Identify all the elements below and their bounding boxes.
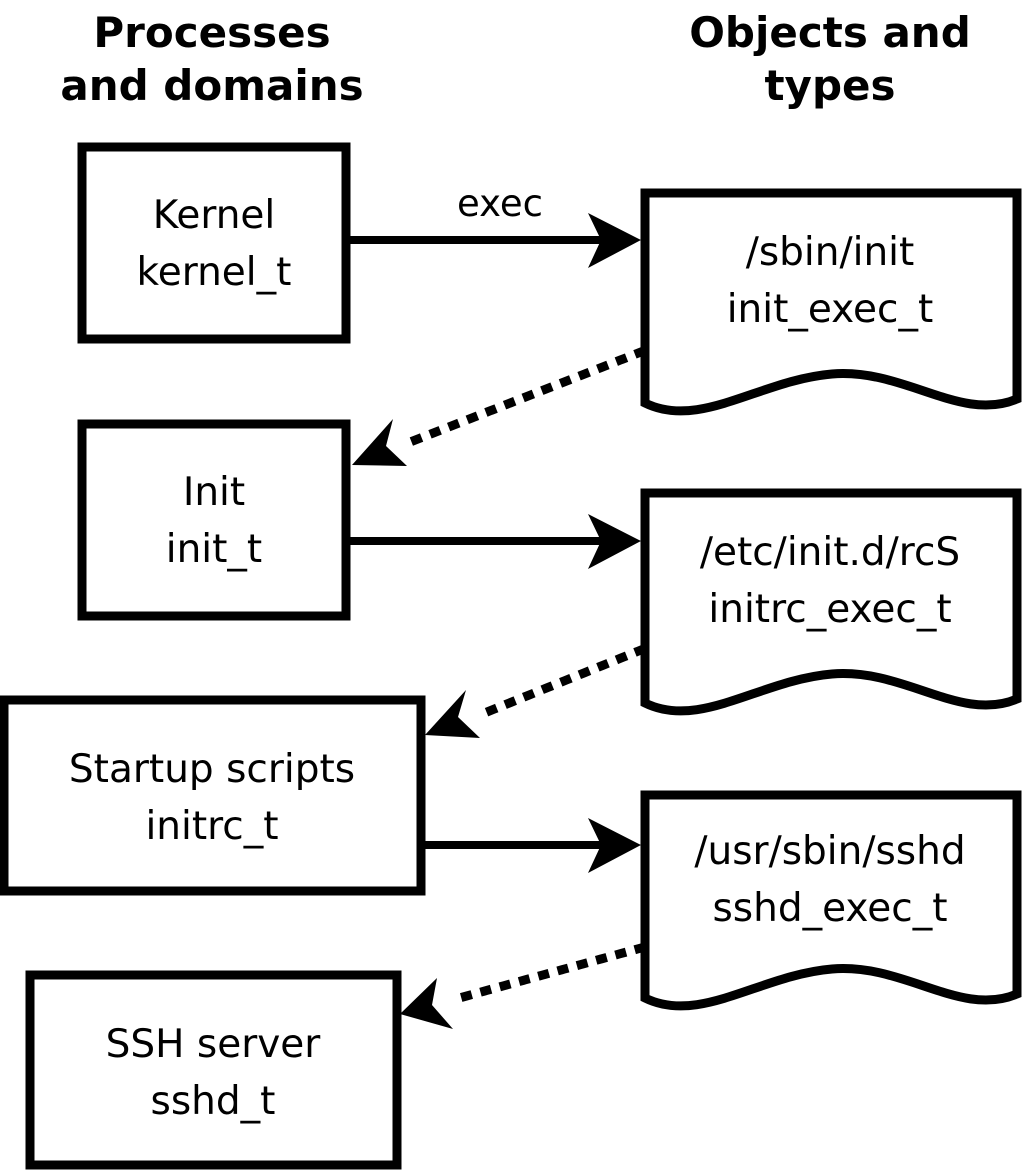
edge-initrc-exec-sshd-exec [421, 818, 641, 873]
heading-right-line2: types [764, 61, 895, 110]
edge-sshd-exec-dotted-line [446, 942, 647, 1006]
heading-left-line1: Processes [93, 8, 330, 57]
init-exec-path-label: /sbin/init [746, 230, 915, 275]
object-node-sshd-exec[interactable]: /usr/sbin/sshd sshd_exec_t [640, 790, 1022, 1011]
init-exec-doc-outline [640, 188, 1022, 416]
init-type-label: init_t [166, 527, 262, 572]
ssh-server-name-label: SSH server [106, 1022, 322, 1067]
edge-sshd-exec-to-sshd [400, 942, 647, 1029]
initrc-exec-doc-outline [640, 488, 1022, 716]
edge-init-arrowhead [588, 514, 641, 569]
sshd-exec-path-label: /usr/sbin/sshd [694, 829, 965, 874]
ssh-server-box-outline [25, 970, 402, 1170]
edge-init-exec-initrc-exec [346, 514, 641, 569]
kernel-type-label: kernel_t [137, 250, 292, 295]
edge-initrc-exec-to-initrc [425, 644, 647, 738]
edge-label-exec: exec [457, 182, 543, 225]
startup-scripts-type-label: initrc_t [145, 804, 278, 849]
process-node-init[interactable]: Init init_t [77, 419, 351, 621]
heading-left-line2: and domains [60, 61, 363, 110]
object-node-initrc-exec[interactable]: /etc/init.d/rcS initrc_exec_t [640, 488, 1022, 716]
kernel-name-label: Kernel [153, 193, 276, 238]
column-heading-right: Objects and types [689, 8, 971, 110]
edge-init-exec-arrowhead [352, 419, 407, 466]
edge-initrc-exec-dotted-line [471, 644, 647, 722]
sshd-exec-type-label: sshd_exec_t [712, 886, 947, 931]
process-node-startup-scripts[interactable]: Startup scripts initrc_t [0, 695, 426, 896]
column-heading-left: Processes and domains [60, 8, 363, 110]
initrc-exec-type-label: initrc_exec_t [708, 587, 951, 632]
process-node-kernel[interactable]: Kernel kernel_t [77, 142, 351, 344]
kernel-box-outline [77, 142, 351, 344]
process-node-ssh-server[interactable]: SSH server sshd_t [25, 970, 402, 1170]
init-name-label: Init [183, 470, 245, 515]
edge-kernel-arrowhead [588, 213, 641, 268]
sshd-exec-doc-outline [640, 790, 1022, 1011]
edge-sshd-exec-arrowhead [400, 978, 453, 1029]
edge-initrc-arrowhead [588, 818, 641, 873]
ssh-server-type-label: sshd_t [151, 1079, 276, 1124]
init-exec-type-label: init_exec_t [727, 287, 934, 332]
edge-init-exec-to-init [352, 346, 647, 466]
object-node-init-exec[interactable]: /sbin/init init_exec_t [640, 188, 1022, 416]
initrc-exec-path-label: /etc/init.d/rcS [700, 530, 960, 575]
edge-initrc-exec-arrowhead [425, 690, 480, 738]
init-box-outline [77, 419, 351, 621]
heading-right-line1: Objects and [689, 8, 971, 57]
startup-scripts-box-outline [0, 695, 426, 896]
edge-init-exec-dotted-line [394, 346, 647, 452]
edge-kernel-exec-init-exec: exec [346, 182, 641, 268]
startup-scripts-name-label: Startup scripts [69, 747, 355, 792]
